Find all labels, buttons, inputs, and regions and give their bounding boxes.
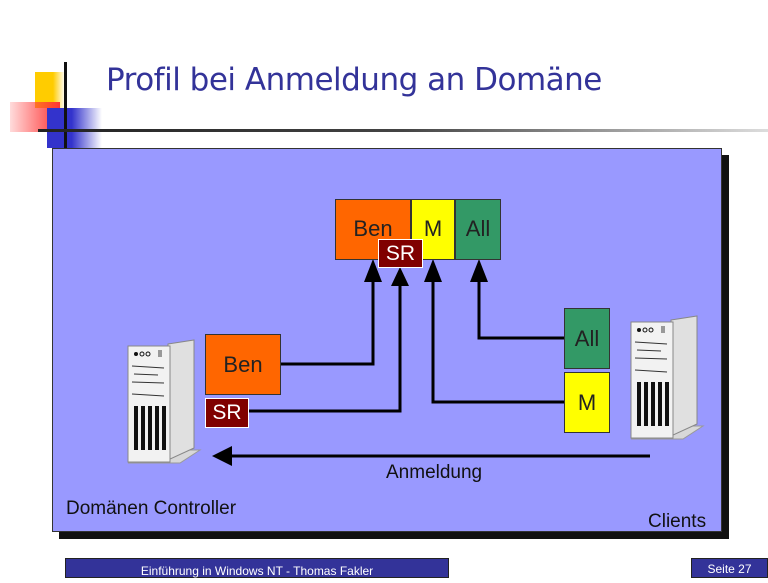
controller-box-sr-label: SR <box>212 401 242 424</box>
arrowhead-m <box>424 259 442 282</box>
title-underline <box>38 129 768 132</box>
client-box-m: M <box>564 372 610 433</box>
controller-label: Domänen Controller <box>66 498 237 519</box>
client-server-icon <box>630 315 705 440</box>
wire-m <box>431 282 565 404</box>
logo-blue-square <box>47 108 102 148</box>
profile-segment-all: All <box>455 199 501 260</box>
client-box-all: All <box>564 308 610 369</box>
slide-title: Profil bei Anmeldung an Domäne <box>106 62 602 98</box>
arrowhead-login <box>212 446 232 466</box>
profile-overlay-sr-label: SR <box>385 241 416 265</box>
controller-box-ben-label: Ben <box>223 351 263 377</box>
logo-vertical-line <box>64 62 67 150</box>
wire-sr <box>249 282 402 413</box>
client-box-all-label: All <box>574 325 600 351</box>
profile-overlay-sr: SR <box>378 239 423 268</box>
profile-segment-ben: Ben <box>335 199 411 260</box>
wire-all <box>477 282 565 340</box>
footer-text: Einführung in Windows NT - Thomas Fakler <box>65 558 449 578</box>
page-number: Seite 27 <box>691 558 768 578</box>
clients-label: Clients <box>648 511 707 532</box>
controller-box-ben: Ben <box>205 334 281 395</box>
wire-ben <box>281 282 375 366</box>
login-arrow-label: Anmeldung <box>386 462 483 483</box>
controller-server-icon <box>127 339 202 464</box>
arrowhead-ben <box>364 259 382 282</box>
arrowhead-all <box>470 259 488 282</box>
profile-segment-all-label: All <box>465 216 491 241</box>
profile-segment-ben-label: Ben <box>353 216 393 241</box>
profile-segment-m-label: M <box>423 216 443 241</box>
arrowhead-sr <box>391 267 409 286</box>
controller-box-sr: SR <box>205 398 249 428</box>
client-box-m-label: M <box>577 389 597 415</box>
